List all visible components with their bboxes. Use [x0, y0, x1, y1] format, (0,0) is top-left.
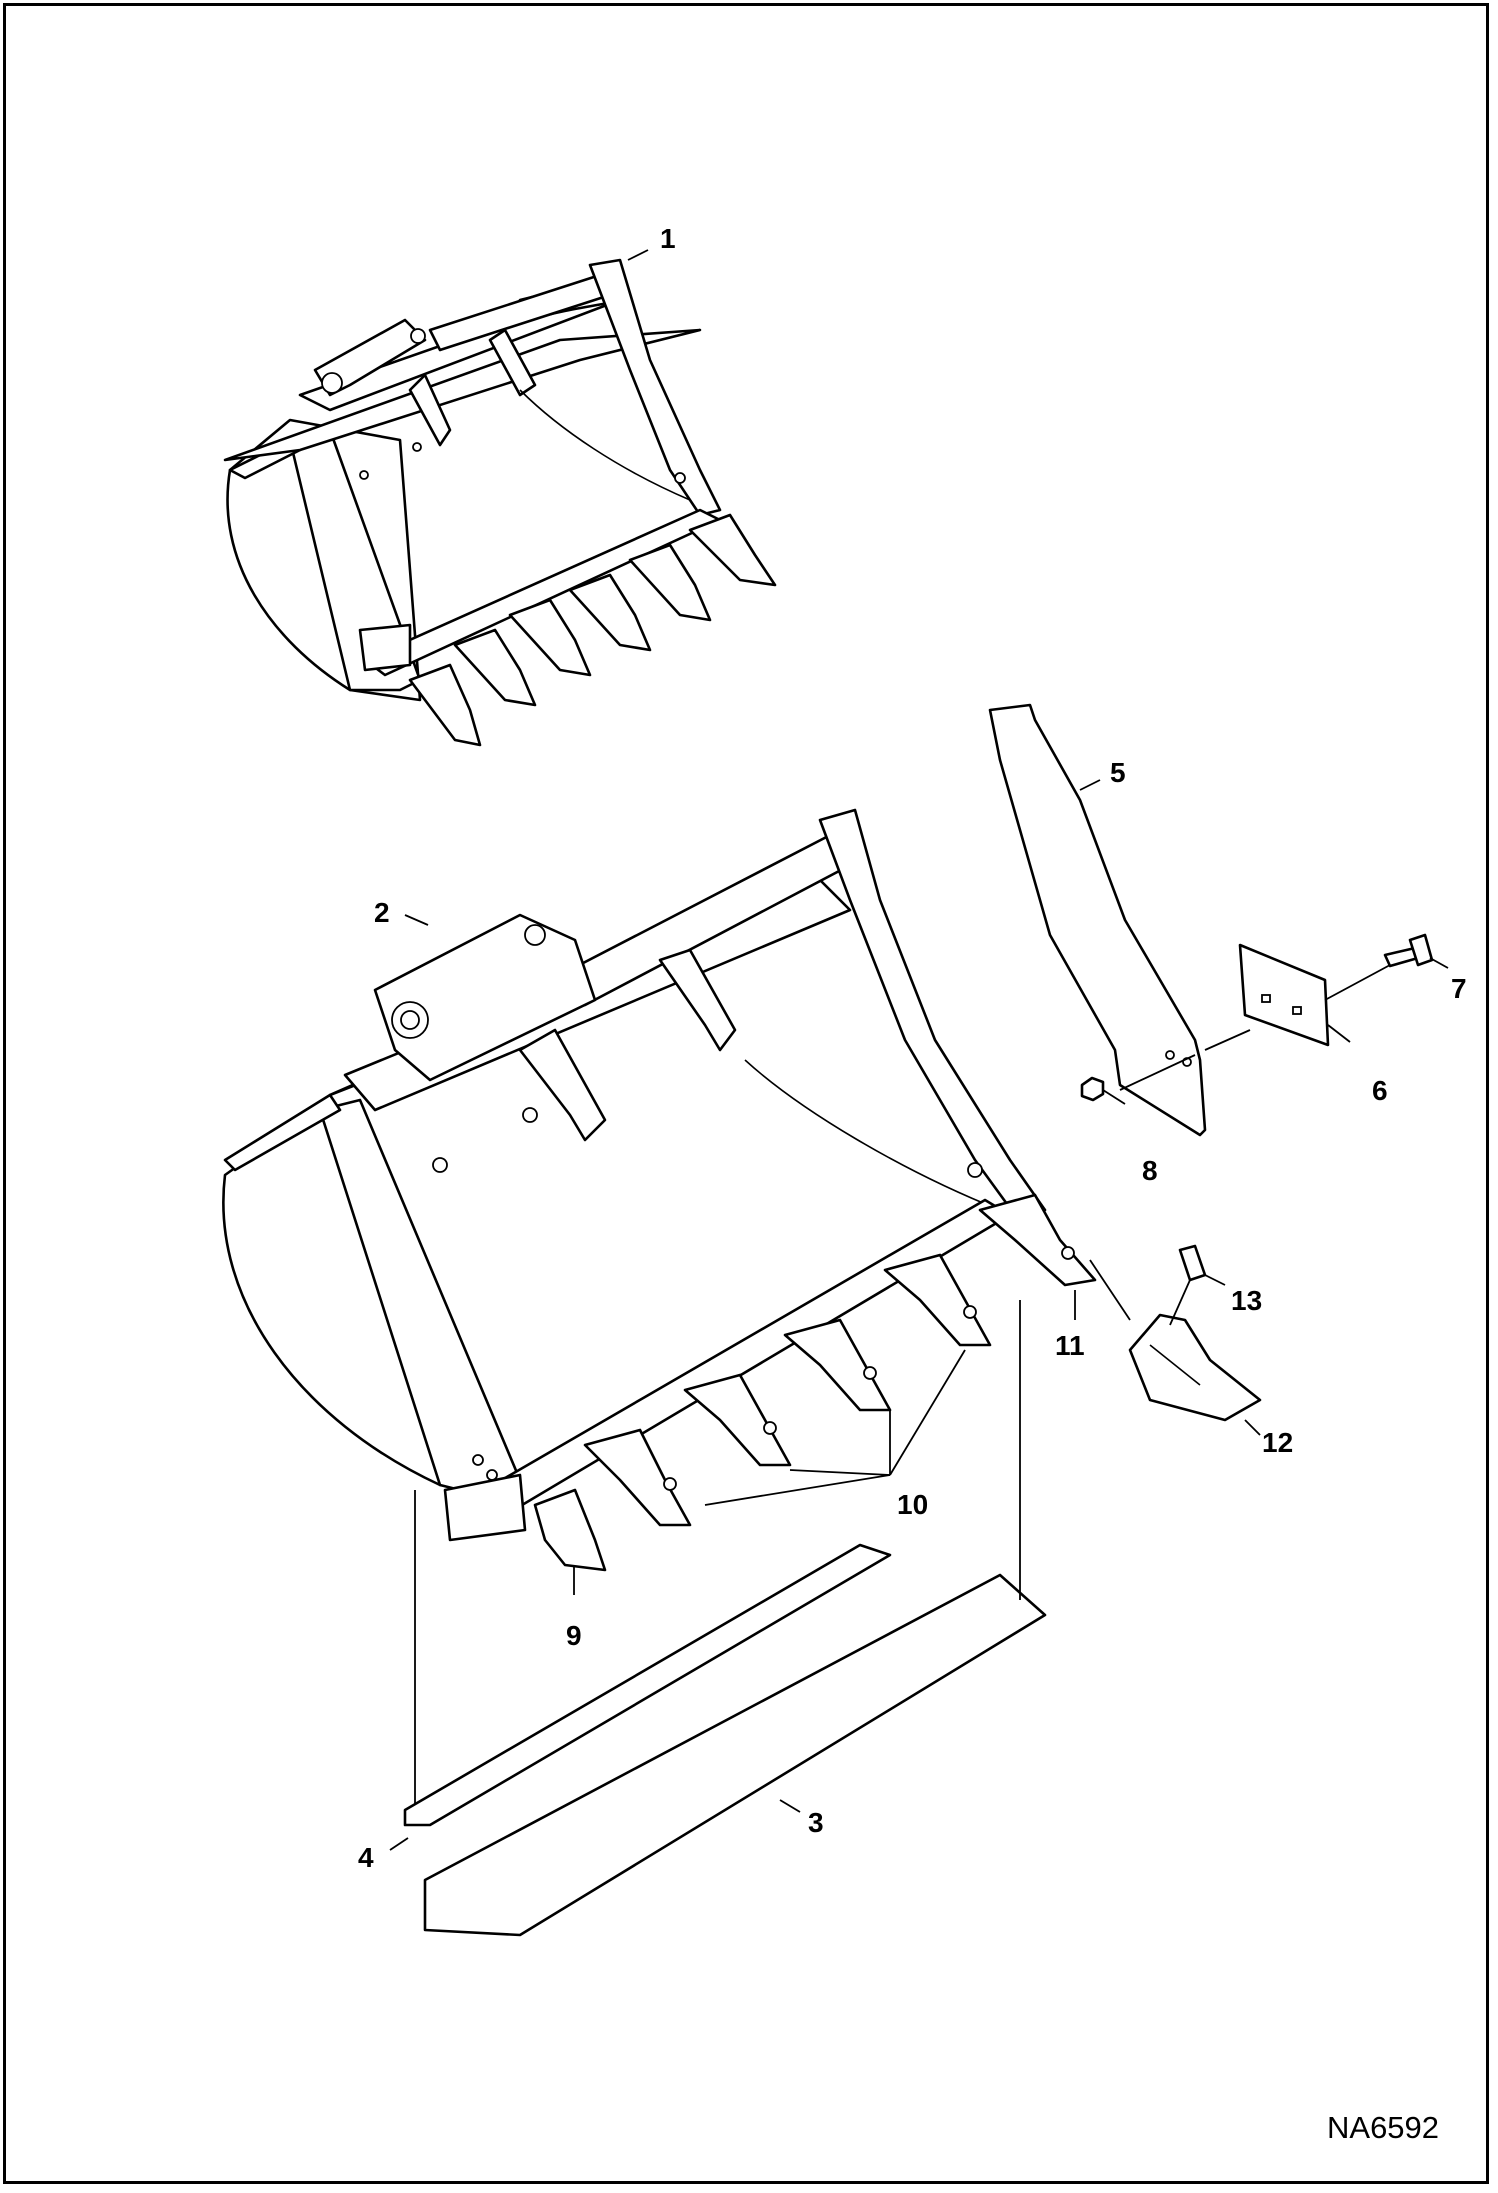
- bucket-main: [222, 808, 1047, 1542]
- drawing-border: [3, 3, 1489, 2184]
- small-bucket-teeth: [408, 513, 777, 747]
- callout-labels: 1 2 3 4 5 6 7 8 9 10 11 12 13: [358, 223, 1467, 1873]
- nut: [1080, 1076, 1105, 1102]
- callout-10: 10: [897, 1489, 928, 1520]
- bolt-on-cutting-edge: [423, 1573, 1047, 1937]
- callout-7: 7: [1451, 973, 1467, 1004]
- bucket-assembly-small: [223, 258, 777, 747]
- leader-lines: [389, 249, 1449, 1851]
- shim-plate: [1238, 943, 1330, 1047]
- callout-4: 4: [358, 1842, 374, 1873]
- tooth-pin: [1178, 1244, 1207, 1282]
- bolt: [1383, 933, 1434, 968]
- callout-6: 6: [1372, 1075, 1388, 1106]
- callout-2: 2: [374, 897, 390, 928]
- callout-8: 8: [1142, 1155, 1158, 1186]
- callout-12: 12: [1262, 1427, 1293, 1458]
- callout-9: 9: [566, 1620, 582, 1651]
- callout-13: 13: [1231, 1285, 1262, 1316]
- main-bucket-teeth: [533, 1193, 1097, 1572]
- callout-3: 3: [808, 1807, 824, 1838]
- callout-1: 1: [660, 223, 676, 254]
- tooth-tip: [1128, 1313, 1262, 1422]
- side-wear-plate: [988, 703, 1207, 1137]
- cutting-edge-shim: [403, 1543, 892, 1827]
- figure-id: NA6592: [1327, 2110, 1439, 2145]
- callout-11: 11: [1055, 1330, 1085, 1361]
- callout-5: 5: [1110, 757, 1126, 788]
